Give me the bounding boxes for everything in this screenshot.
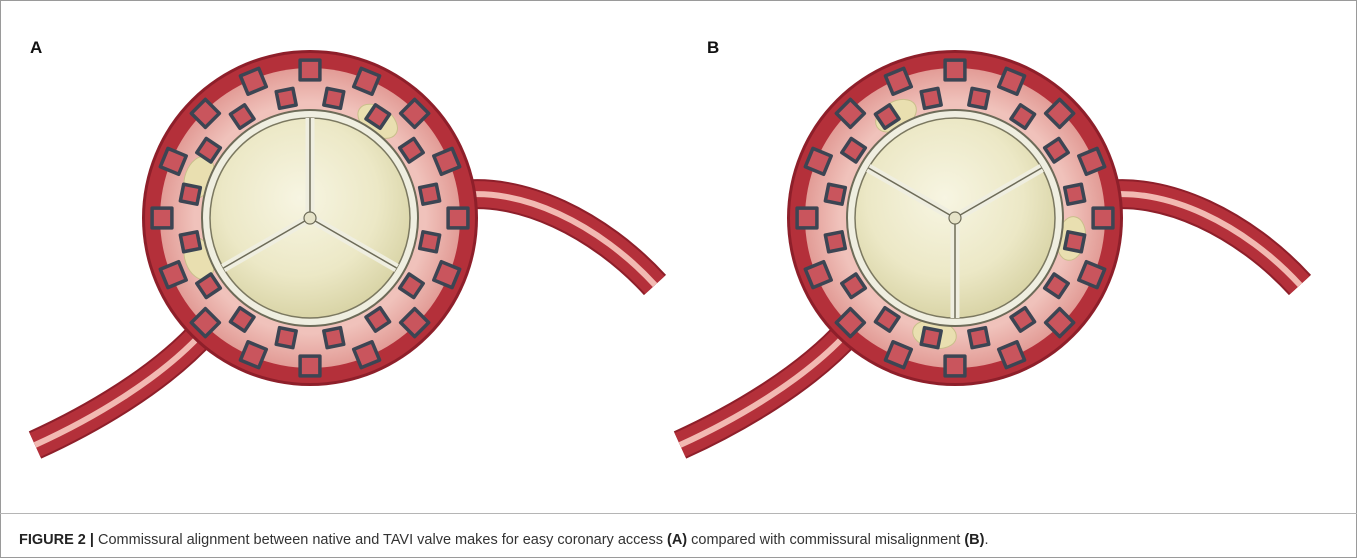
caption-ref-b: (B) [964,532,984,548]
caption-ref-a: (A) [667,532,687,548]
panel-label-a: A [30,38,42,58]
valve-center [304,212,316,224]
panel-label-b: B [707,38,719,58]
valve-center [949,212,961,224]
caption-divider [0,513,1357,514]
caption-text-3: . [984,532,988,548]
valve-panel-a [35,50,655,445]
lower-coronary-artery [680,330,850,445]
caption-text-1: Commissural alignment between native and… [94,532,667,548]
figure-caption: FIGURE 2 | Commissural alignment between… [19,532,989,548]
lower-coronary-artery [35,330,205,445]
caption-prefix: FIGURE 2 | [19,532,94,548]
valve-panel-b [680,50,1300,445]
caption-text-2: compared with commissural misalignment [687,532,964,548]
